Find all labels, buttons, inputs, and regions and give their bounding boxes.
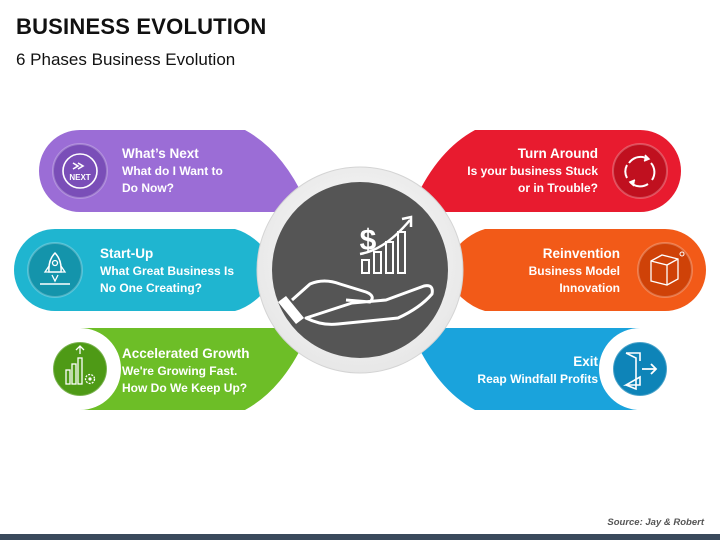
- phase-description: What Great Business Is No One Creating?: [100, 264, 235, 295]
- phase-pill-start-up: [14, 229, 280, 311]
- phase-pill-turn-around: [402, 130, 681, 212]
- next-icon-label: NEXT: [69, 173, 90, 182]
- phase-title: Reinvention: [542, 246, 620, 261]
- phase-start-up: Start-Up What Great Business Is No One C…: [100, 245, 234, 297]
- cube-icon: [637, 242, 693, 298]
- phase-title: Turn Around: [517, 146, 598, 161]
- hand-money-growth-icon: $: [278, 215, 434, 326]
- phase-title: Exit: [573, 354, 598, 369]
- phase-title: Accelerated Growth: [122, 346, 250, 361]
- source-credit: Source: Jay & Robert: [607, 517, 704, 528]
- phase-description: Business Model Innovation: [528, 264, 620, 295]
- center-disc: [272, 182, 448, 358]
- phase-reinvention: Reinvention Business Model Innovation: [529, 245, 620, 297]
- phase-accelerated-growth: Accelerated Growth We're Growing Fast. H…: [122, 345, 250, 397]
- page-title: BUSINESS EVOLUTION: [16, 14, 267, 39]
- phase-pill-exit: [402, 328, 640, 410]
- phase-turn-around: Turn Around Is your business Stuck or in…: [467, 145, 598, 197]
- next-icon: NEXT: [52, 143, 108, 199]
- phase-pill-reinvention: [440, 229, 706, 311]
- phase-pill-whats-next: [39, 130, 318, 212]
- bottom-bar: [0, 534, 720, 540]
- exit-door-icon: [612, 341, 668, 397]
- page-subtitle: 6 Phases Business Evolution: [16, 50, 236, 69]
- growth-chart-gear-icon: [52, 341, 108, 397]
- phase-title: Start-Up: [100, 246, 154, 261]
- phase-description: Is your business Stuck or in Trouble?: [467, 164, 598, 195]
- phase-title: What’s Next: [122, 146, 199, 161]
- phase-exit: Exit Reap Windfall Profits: [477, 353, 598, 388]
- cycle-arrows-icon: [612, 143, 668, 199]
- phase-description: What do I Want to Do Now?: [122, 164, 223, 195]
- phase-description: We're Growing Fast. How Do We Keep Up?: [122, 364, 248, 395]
- phase-pill-accelerated-growth: [80, 328, 318, 410]
- phase-description: Reap Windfall Profits: [477, 372, 598, 386]
- rocket-icon: [27, 242, 83, 298]
- dollar-sign: $: [360, 224, 377, 257]
- phase-whats-next: What’s Next What do I Want to Do Now?: [122, 145, 223, 197]
